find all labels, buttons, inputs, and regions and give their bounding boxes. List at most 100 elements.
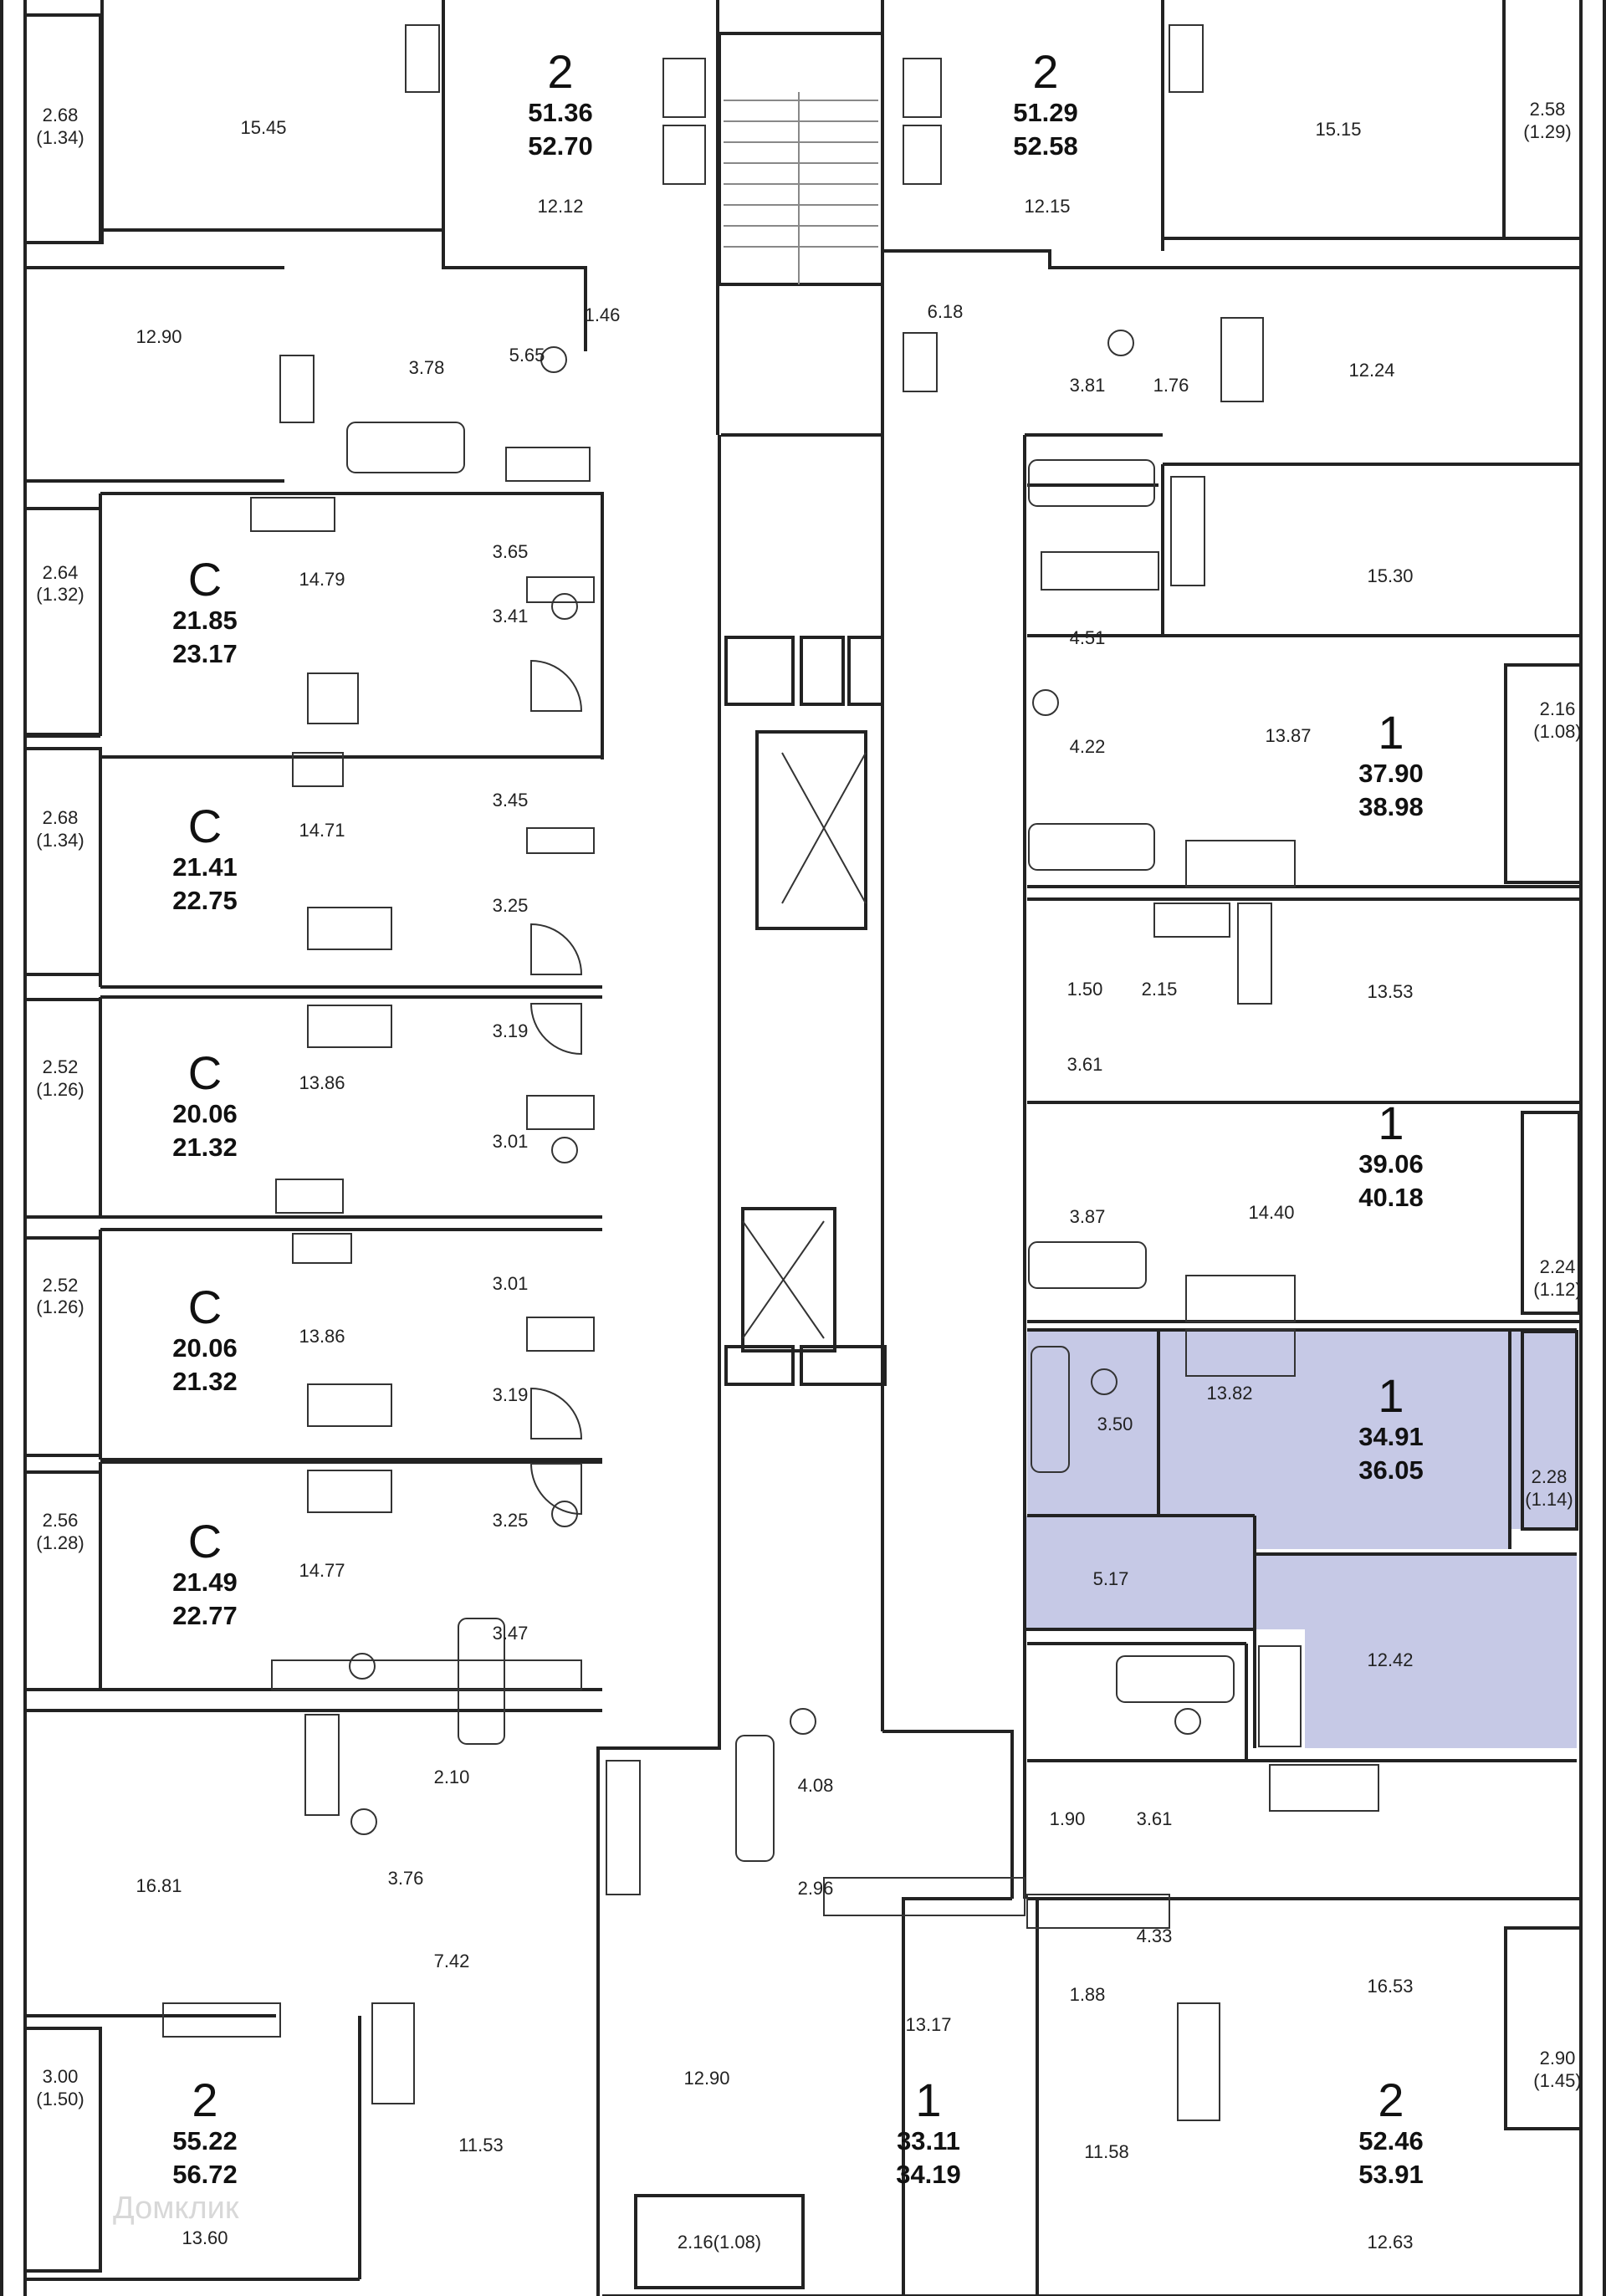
selected-apartment-fill[interactable] [1025,1330,1577,1748]
room-area: 11.53 [458,2135,503,2155]
watermark-text: Домклик [113,2191,239,2226]
apt-label-right-1b[interactable]: 1 39.06 40.18 [1358,1097,1424,1212]
room-area: 15.30 [1367,565,1413,586]
apt-label-studio-4[interactable]: С 20.06 21.32 [172,1281,238,1396]
apt-living-area: 55.22 [172,2126,238,2155]
apt-total-area: 21.32 [172,1133,238,1162]
room-area: 13.82 [1206,1383,1252,1404]
apt-type: С [188,800,222,852]
room-area: 15.45 [240,117,286,138]
apt-living-area: 20.06 [172,1333,238,1363]
room-area: 2.96 [798,1878,834,1899]
room-area: (1.26) [36,1296,84,1317]
room-area: 3.01 [493,1273,529,1294]
room-area: (1.32) [36,584,84,605]
room-area: 13.60 [182,2227,228,2248]
apt-total-area: 40.18 [1358,1183,1424,1212]
room-area: 2.15 [1142,979,1178,1000]
room-labels: 15.45 12.12 2.68 (1.34) 1.46 12.90 3.78 … [36,99,1581,2253]
apt-living-area: 39.06 [1358,1149,1424,1179]
apt-type: 2 [1032,45,1058,98]
room-area: 14.71 [299,820,345,841]
stair-treads [724,92,878,284]
room-area: 1.46 [585,304,621,325]
apt-living-area: 21.85 [172,606,238,635]
room-area: (1.50) [36,2089,84,2109]
apt-type: 1 [1378,706,1404,759]
room-area: 3.50 [1097,1414,1133,1434]
apt-type: С [188,1281,222,1333]
apt-type: С [188,1046,222,1099]
room-area: (1.12) [1533,1279,1581,1300]
apt-type: 2 [1378,2074,1404,2126]
room-area: 7.42 [434,1951,470,1971]
apt-label-studio-2[interactable]: С 21.41 22.75 [172,800,238,915]
room-area: 14.77 [299,1560,345,1581]
apt-label-studio-5[interactable]: С 21.49 22.77 [172,1515,238,1630]
room-area: (1.34) [36,127,84,148]
apt-total-area: 22.75 [172,886,238,915]
room-area: 2.52 [43,1275,79,1296]
apt-type: 2 [192,2074,217,2126]
room-area: 3.25 [493,895,529,916]
apt-label-bottom-right-2[interactable]: 2 52.46 53.91 [1358,2074,1424,2189]
room-area: 2.16 [1540,698,1576,719]
apt-total-area: 56.72 [172,2160,238,2189]
room-area: 2.28 [1532,1466,1568,1487]
apt-type: 1 [1378,1097,1404,1149]
apt-living-area: 51.29 [1013,98,1078,127]
room-area: 5.17 [1093,1568,1129,1589]
apt-total-area: 36.05 [1358,1455,1424,1485]
room-area: 2.16(1.08) [678,2232,761,2253]
apt-total-area: 38.98 [1358,792,1424,821]
apt-label-right-1a[interactable]: 1 37.90 38.98 [1358,706,1424,821]
room-area: 13.86 [299,1072,345,1093]
room-area: 3.41 [493,606,529,626]
room-area: 3.65 [493,541,529,562]
apt-living-area: 20.06 [172,1099,238,1128]
watermark: Домклик [113,2191,239,2226]
apt-label-top-right-2[interactable]: 2 51.29 52.58 [1013,45,1078,161]
room-area: 2.68 [43,105,79,125]
apartment-labels: 2 51.36 52.70 2 51.29 52.58 С 21.85 23.1… [172,45,1424,2189]
room-area: 4.33 [1137,1925,1173,1946]
room-area: 3.76 [388,1868,424,1889]
room-area: 12.63 [1367,2232,1413,2253]
room-area: 15.15 [1315,119,1361,140]
room-area: (1.34) [36,830,84,851]
room-area: 3.01 [493,1131,529,1152]
apt-living-area: 21.49 [172,1567,238,1597]
room-area: 3.19 [493,1384,529,1405]
apt-total-area: 52.58 [1013,131,1078,161]
apt-total-area: 22.77 [172,1601,238,1630]
apt-living-area: 21.41 [172,852,238,882]
room-area: 3.47 [493,1623,529,1644]
room-area: (1.26) [36,1079,84,1100]
room-area: 3.00 [43,2066,79,2087]
room-area: (1.14) [1525,1489,1573,1510]
room-area: 13.17 [905,2014,951,2035]
apt-label-bottom-mid-1[interactable]: 1 33.11 34.19 [896,2074,961,2189]
apt-type: 1 [1378,1369,1404,1422]
room-area: 14.40 [1248,1202,1294,1223]
apt-label-top-left-2[interactable]: 2 51.36 52.70 [528,45,593,161]
apt-label-studio-3[interactable]: С 20.06 21.32 [172,1046,238,1162]
room-area: 16.53 [1367,1976,1413,1997]
room-area: 3.61 [1137,1808,1173,1829]
fixtures [304,58,1379,1895]
apt-label-bottom-left-2[interactable]: 2 55.22 56.72 [172,2074,238,2189]
room-area: 4.08 [798,1775,834,1796]
apt-label-right-1c-selected[interactable]: 1 34.91 36.05 [1358,1369,1424,1485]
apt-total-area: 23.17 [172,639,238,668]
room-area: 2.24 [1540,1256,1576,1277]
room-area: 2.90 [1540,2048,1576,2068]
room-area: 2.56 [43,1510,79,1531]
room-area: 1.90 [1050,1808,1086,1829]
apt-label-studio-1[interactable]: С 21.85 23.17 [172,553,238,668]
room-area: 2.58 [1530,99,1566,120]
room-area: 13.87 [1265,725,1311,746]
room-area: 2.64 [43,562,79,583]
selected-apartment-highlight[interactable] [1025,1330,1577,1748]
room-area: 3.61 [1067,1054,1103,1075]
